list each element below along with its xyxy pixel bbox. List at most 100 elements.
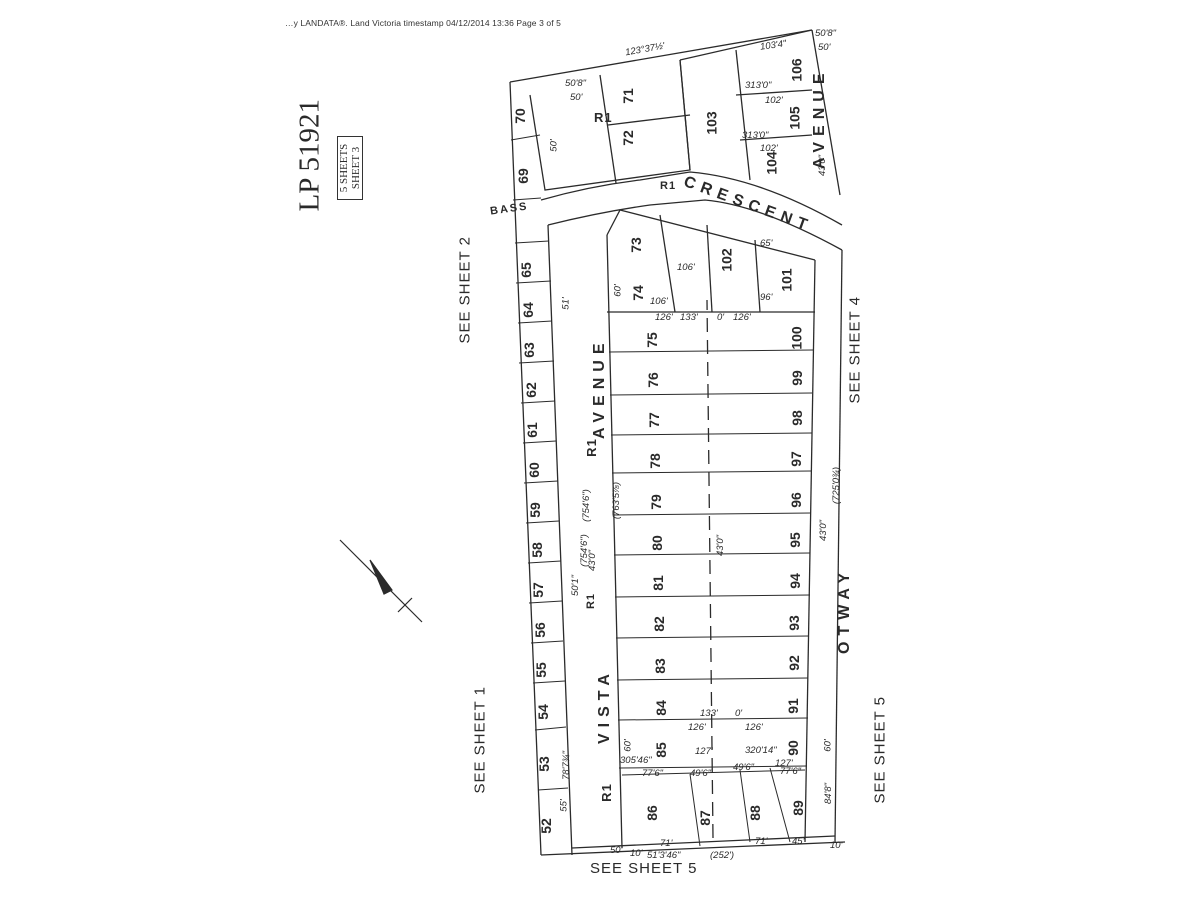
lot-56: 56	[531, 622, 548, 638]
dim-496a: 49'6"	[690, 768, 712, 779]
dim-126c: 126'	[688, 722, 706, 733]
lot-81: 81	[649, 575, 666, 591]
dim-508b: 50'8"	[815, 28, 837, 39]
lot-73: 73	[627, 237, 644, 253]
lot-86: 86	[643, 805, 660, 821]
street-otway: OTWAY	[836, 566, 853, 654]
dim-60b: 60'	[822, 739, 834, 752]
dim-776a: 77'6"	[642, 768, 664, 779]
dim-10a: 10'	[630, 848, 643, 859]
dim-7250: (725'0¾)	[831, 466, 843, 505]
lot-88: 88	[746, 805, 763, 821]
dim-127b: 127'	[775, 758, 793, 769]
dim-10b: 10'	[830, 840, 843, 851]
see-sheet-5-right: SEE SHEET 5	[871, 696, 889, 804]
north-boundary	[509, 29, 813, 83]
street-r1-mid: R1	[583, 438, 599, 457]
block-east-line	[804, 259, 816, 843]
lot-80: 80	[648, 535, 665, 551]
block-top	[606, 209, 816, 261]
lot-87: 87	[696, 810, 713, 826]
lot-100: 100	[788, 326, 805, 350]
dim-313b: 313'0"	[742, 130, 769, 141]
dim-126a: 126'	[655, 312, 673, 323]
lot-94: 94	[786, 573, 803, 589]
lot-58: 58	[528, 542, 545, 558]
east-boundary	[834, 249, 843, 843]
dim-776b: 77'6"	[780, 766, 802, 777]
lot-54: 54	[534, 704, 551, 720]
lot-101: 101	[778, 268, 795, 292]
dim-7546-b: (754'6")	[580, 489, 592, 522]
lot-53: 53	[535, 756, 552, 772]
lot-98: 98	[788, 410, 805, 426]
south-boundary-2	[571, 835, 836, 849]
street-r1-low: R1	[598, 783, 614, 802]
block-west-line	[606, 234, 623, 849]
lot-82: 82	[650, 616, 667, 632]
lot-96: 96	[787, 492, 804, 508]
dim-5850: 50'	[610, 845, 623, 856]
dim-313a: 313'0"	[745, 80, 772, 91]
dim-7872: 78'7¾"	[560, 751, 572, 780]
lot-105: 105	[786, 106, 803, 130]
block-centre-line	[706, 299, 714, 839]
dim-102b: 102'	[760, 143, 778, 154]
lot-52: 52	[537, 818, 554, 834]
lot-93: 93	[785, 615, 802, 631]
west-boundary	[509, 81, 542, 856]
lot-97: 97	[787, 451, 804, 467]
dim-3054: 305'46"	[620, 755, 652, 766]
sheets-box: 5 SHEETS SHEET 3	[337, 136, 363, 200]
dim-43c: 43'0"	[818, 519, 830, 542]
street-vista: VISTA	[596, 668, 613, 744]
dim-133a: 133'	[680, 312, 698, 323]
dim-43a: 43'0"	[587, 549, 599, 572]
dim-106b: 106'	[650, 296, 668, 307]
dim-7635: (763'5⅞)	[611, 481, 623, 520]
lot-91: 91	[784, 698, 801, 714]
dim-43d: 43'0"	[817, 154, 829, 177]
lot-77: 77	[645, 412, 662, 428]
crescent-south-edge	[547, 199, 843, 251]
lot-76: 76	[644, 372, 661, 388]
dim-508a: 50'8"	[565, 78, 587, 89]
lot-104: 104	[763, 151, 780, 175]
lot-103: 103	[703, 111, 720, 135]
dim-496b: 49'6"	[733, 762, 755, 773]
street-r1-crescent: R1	[660, 180, 677, 192]
lot-95: 95	[786, 532, 803, 548]
dim-50b: 50'	[818, 42, 831, 53]
dim-60c: 60'	[612, 284, 624, 297]
dim-126b: 126'	[733, 312, 751, 323]
south-boundary	[540, 841, 846, 856]
dim-102a: 102'	[765, 95, 783, 106]
dim-51346: 51'3'46"	[647, 850, 681, 861]
north-east-boundary	[811, 29, 841, 196]
dim-60a: 60'	[622, 739, 634, 752]
dim-65: 65'	[760, 238, 773, 249]
lot-62: 62	[522, 382, 539, 398]
dim-96: 96'	[760, 292, 773, 303]
lot-84: 84	[652, 700, 669, 716]
dim-45: 45'	[792, 836, 805, 847]
sheet-current: SHEET 3	[350, 146, 362, 190]
see-sheet-4: SEE SHEET 4	[846, 296, 864, 404]
dim-106a: 106'	[677, 262, 695, 273]
dim-127a: 127'	[695, 746, 713, 757]
lot-75: 75	[643, 332, 660, 348]
see-sheet-5-bottom: SEE SHEET 5	[590, 860, 698, 877]
lot-55: 55	[532, 662, 549, 678]
dim-50x: 50'	[548, 139, 560, 152]
lot-63: 63	[520, 342, 537, 358]
plan-number: LP 51921	[293, 98, 326, 212]
lot-59: 59	[526, 502, 543, 518]
lot-72: 72	[619, 130, 636, 146]
dim-126d: 126'	[745, 722, 763, 733]
landata-header: …y LANDATA®. Land Victoria timestamp 04/…	[285, 18, 561, 28]
north-block-3	[679, 29, 813, 61]
lot-79: 79	[647, 494, 664, 510]
lot-57: 57	[529, 582, 546, 598]
